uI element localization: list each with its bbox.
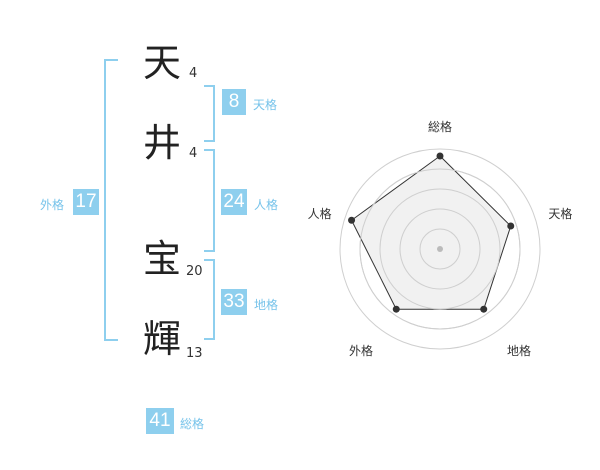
- name-char-3: 宝: [143, 237, 182, 281]
- gaikaku-label: 外格: [40, 198, 65, 212]
- radar-inner-ring: [399, 208, 481, 290]
- radar-inner-ring: [379, 188, 501, 310]
- tenkaku-label: 天格: [253, 98, 278, 112]
- radar-axis-label-5: 人格: [308, 206, 332, 221]
- name-char-4: 輝: [143, 317, 182, 361]
- jinkaku-label: 人格: [254, 198, 279, 212]
- radar-ring: [339, 148, 541, 350]
- soukaku-label: 総格: [180, 417, 205, 431]
- stroke-count-3: 20: [186, 264, 203, 279]
- radar-point-1: [436, 152, 444, 160]
- stroke-count-2: 4: [189, 146, 198, 161]
- gaikaku-bracket: [104, 59, 118, 341]
- radar-inner-ring: [419, 228, 461, 270]
- radar-point-4: [392, 305, 400, 313]
- chikaku-score: 33: [221, 289, 247, 315]
- tenkaku-score: 8: [222, 89, 246, 115]
- chikaku-label: 地格: [254, 298, 279, 312]
- gaikaku-score: 17: [73, 189, 99, 215]
- name-char-1: 天: [143, 41, 182, 85]
- radar-point-3: [480, 305, 488, 313]
- radar-center-dot: [437, 246, 443, 252]
- radar-axis-label-1: 総格: [428, 119, 452, 134]
- radar-point-2: [507, 222, 515, 230]
- name-char-2: 井: [143, 121, 182, 165]
- stroke-count-1: 4: [189, 66, 198, 81]
- radar-axis-label-3: 地格: [507, 343, 531, 358]
- chikaku-bracket: [204, 259, 215, 340]
- jinkaku-bracket: [204, 149, 215, 252]
- jinkaku-score: 24: [221, 189, 247, 215]
- tenkaku-bracket: [204, 85, 215, 142]
- soukaku-score: 41: [146, 408, 174, 434]
- radar-axis-label-2: 天格: [548, 206, 572, 221]
- radar-inner-ring: [359, 168, 521, 330]
- radar-axis-label-4: 外格: [349, 343, 373, 358]
- stroke-count-4: 13: [186, 346, 203, 361]
- radar-point-5: [348, 216, 356, 224]
